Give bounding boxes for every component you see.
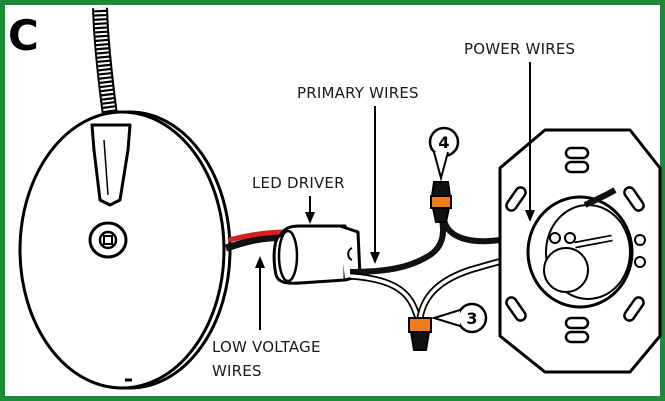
label-led-driver: LED DRIVER xyxy=(252,174,345,192)
wire-connector-bottom xyxy=(408,317,432,351)
step-4-number: 4 xyxy=(438,133,449,152)
label-primary-wires: PRIMARY WIRES xyxy=(297,84,419,102)
led-driver xyxy=(272,224,362,285)
label-power-wires: POWER WIRES xyxy=(464,40,575,58)
step-3-marker: 3 xyxy=(430,302,488,334)
panel-letter: C xyxy=(8,11,39,60)
wire-connector-top xyxy=(430,181,452,223)
label-low-voltage-line1: LOW VOLTAGE xyxy=(212,338,321,356)
leader-lines xyxy=(255,62,535,330)
junction-box xyxy=(498,128,662,374)
label-low-voltage-line2: WIRES xyxy=(212,362,262,380)
step-4-marker: 4 xyxy=(428,126,460,182)
primary-wires xyxy=(349,219,447,320)
lamp-fixture xyxy=(18,7,232,390)
step-3-number: 3 xyxy=(466,309,477,328)
